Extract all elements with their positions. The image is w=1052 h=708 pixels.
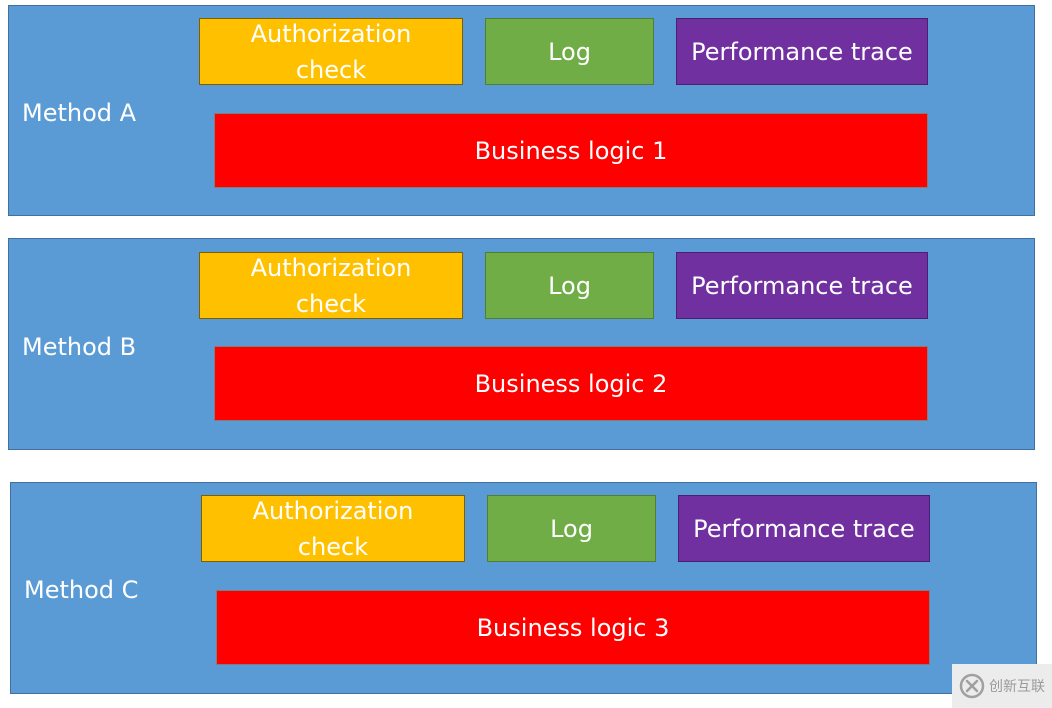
method-c-business-box: Business logic 3 (216, 590, 930, 665)
method-b-log-box: Log (485, 252, 654, 319)
method-a-performance-box: Performance trace (676, 18, 928, 85)
method-a-authorization-box: Authorization check (199, 18, 463, 85)
method-c-business-label: Business logic 3 (476, 613, 670, 642)
method-b-business-box: Business logic 2 (214, 346, 928, 421)
method-c-container: Method C Authorization check Log Perform… (10, 482, 1037, 694)
method-c-log-box: Log (487, 495, 656, 562)
method-a-log-box: Log (485, 18, 654, 85)
method-b-authorization-label: Authorization check (250, 253, 412, 318)
method-a-authorization-label: Authorization check (250, 19, 412, 84)
method-a-label: Method A (22, 99, 137, 127)
method-a-business-box: Business logic 1 (214, 113, 928, 188)
method-c-label: Method C (24, 576, 139, 604)
method-b-performance-label: Performance trace (691, 271, 913, 300)
method-c-authorization-box: Authorization check (201, 495, 465, 562)
watermark-text: 创新互联 (989, 679, 1045, 695)
method-c-authorization-label: Authorization check (252, 496, 414, 561)
method-b-performance-box: Performance trace (676, 252, 928, 319)
method-c-performance-label: Performance trace (693, 514, 915, 543)
method-b-label: Method B (22, 333, 137, 361)
method-c-performance-box: Performance trace (678, 495, 930, 562)
method-b-business-label: Business logic 2 (474, 369, 668, 398)
method-b-container: Method B Authorization check Log Perform… (8, 238, 1035, 450)
method-a-log-label: Log (548, 37, 591, 66)
method-c-log-label: Log (550, 514, 593, 543)
method-a-performance-label: Performance trace (691, 37, 913, 66)
brand-logo-icon (959, 673, 985, 699)
method-b-log-label: Log (548, 271, 591, 300)
method-b-authorization-box: Authorization check (199, 252, 463, 319)
watermark: 创新互联 (952, 664, 1052, 708)
method-a-business-label: Business logic 1 (474, 136, 668, 165)
method-a-container: Method A Authorization check Log Perform… (8, 5, 1035, 216)
